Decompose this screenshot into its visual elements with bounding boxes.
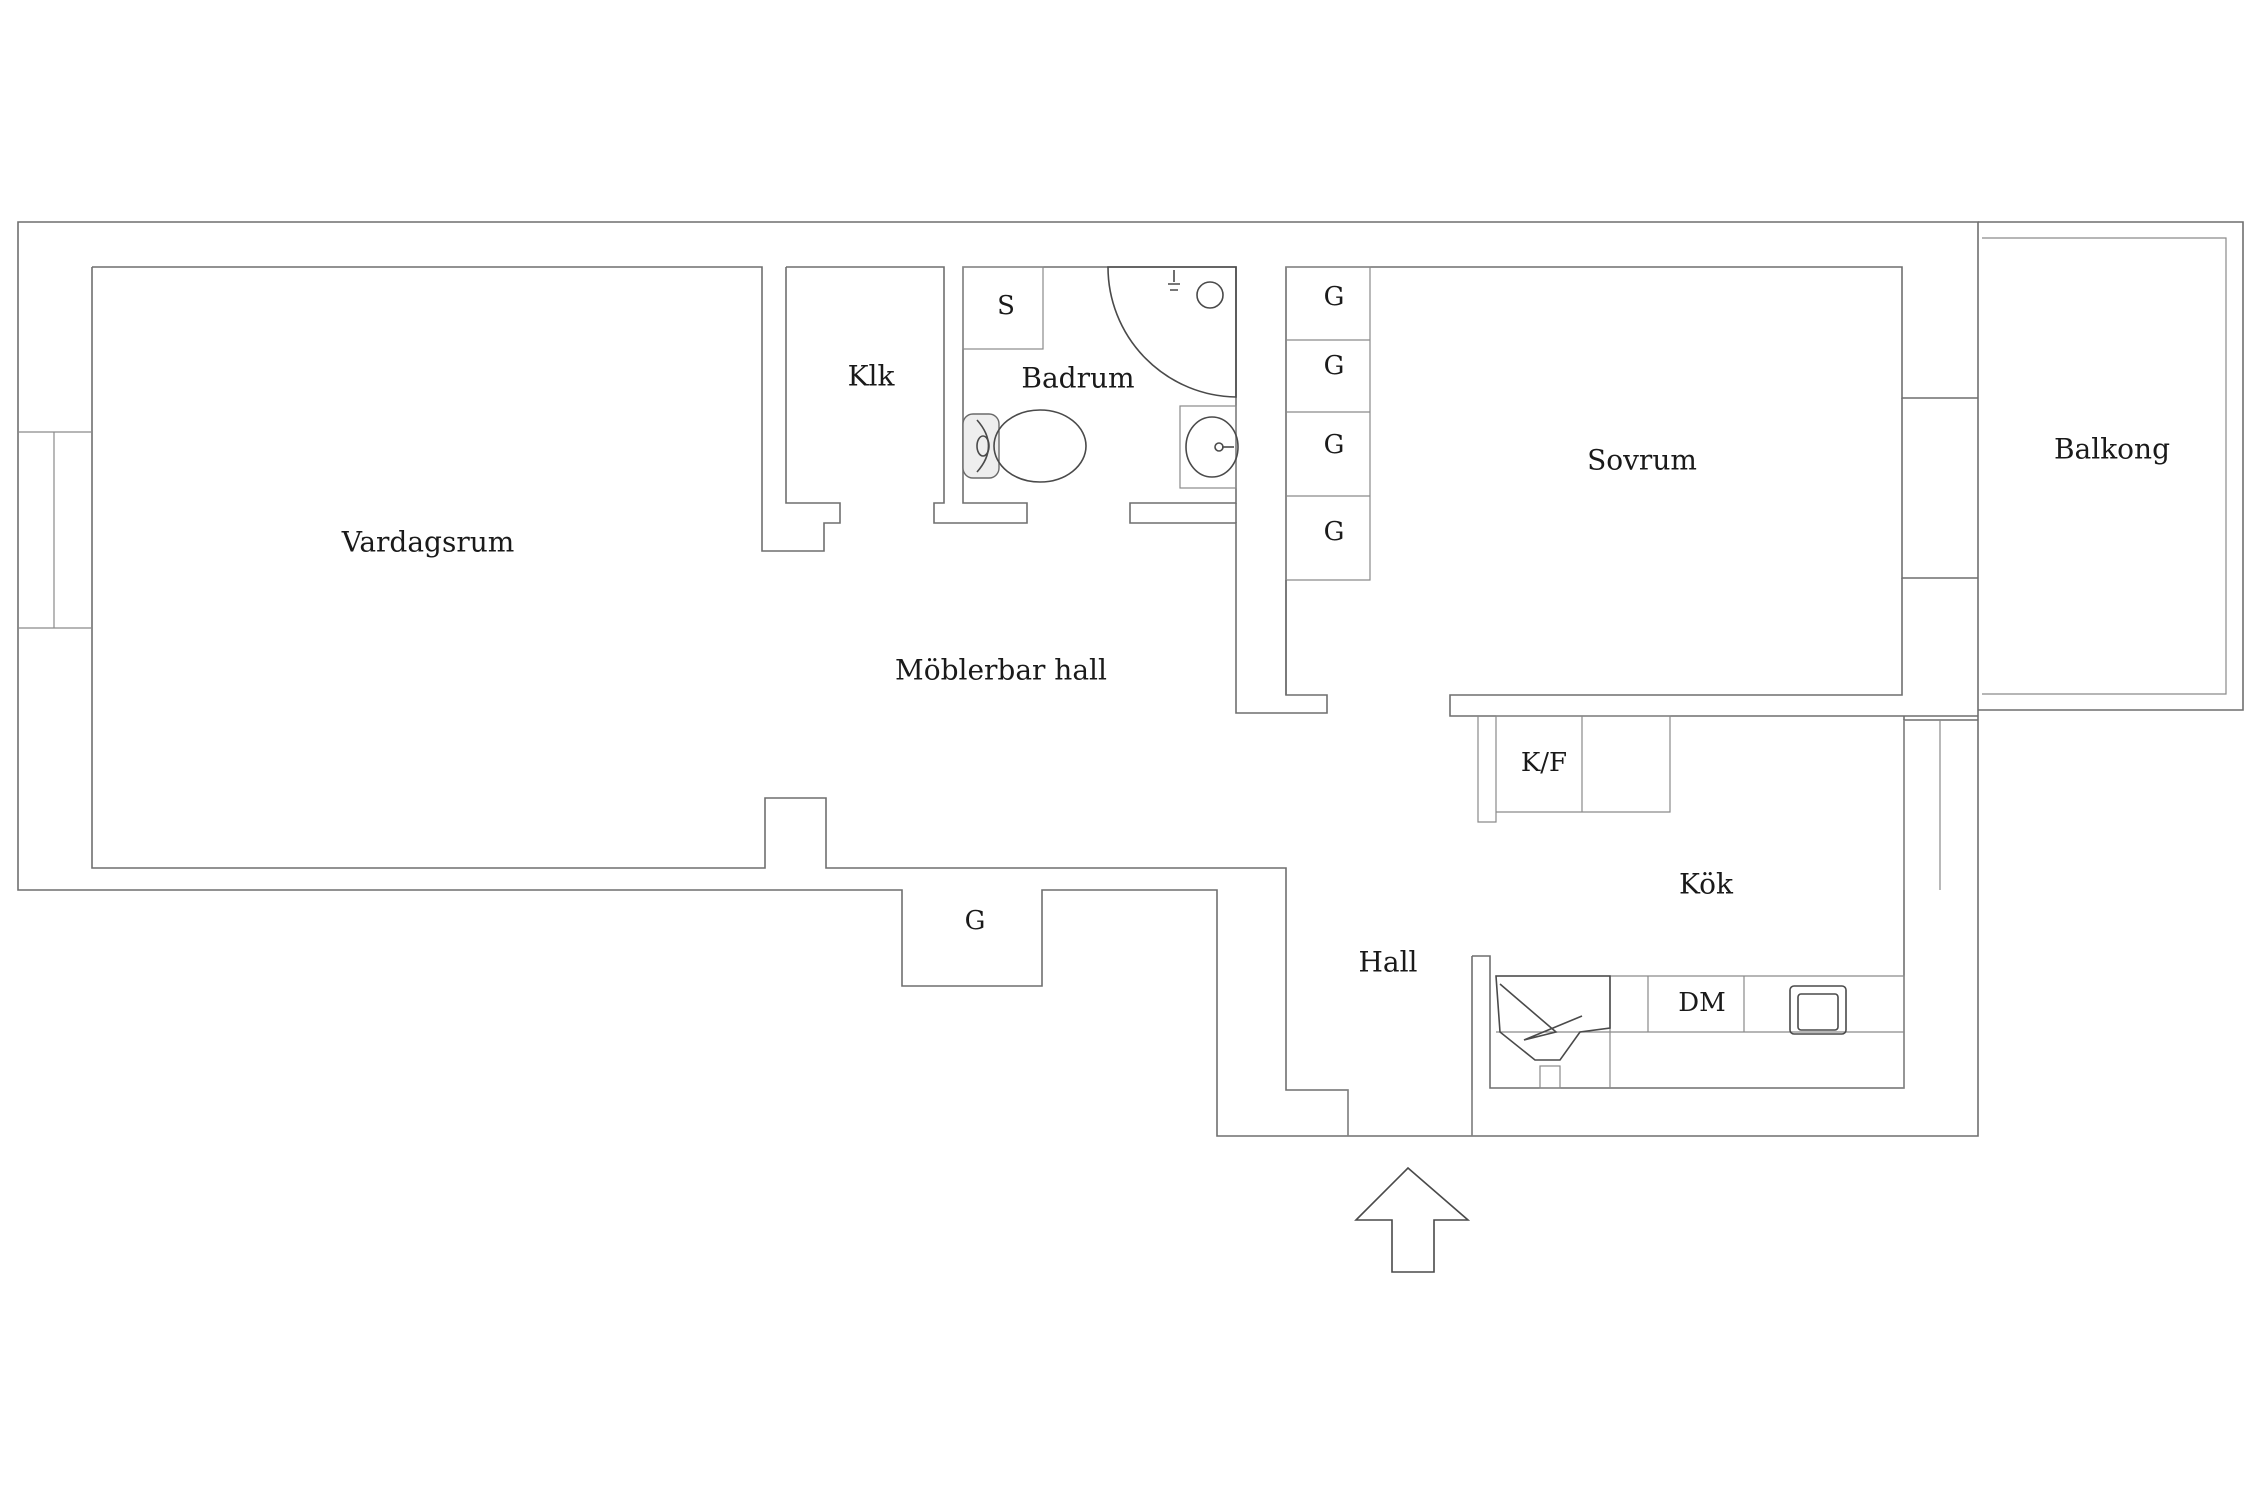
room-label-kitchen: Kök bbox=[1679, 868, 1734, 901]
fixture-label-wardrobe-4: G bbox=[1324, 517, 1345, 547]
room-label-entrance-hall: Hall bbox=[1358, 946, 1417, 979]
kitchen-window bbox=[1903, 720, 1941, 890]
fixture-label-wardrobe-1: G bbox=[1324, 282, 1345, 312]
fixture-label-fridge-freezer: K/F bbox=[1521, 748, 1567, 778]
fixture-label-dishwasher: DM bbox=[1678, 988, 1725, 1018]
window-left bbox=[18, 431, 92, 629]
room-label-closet: Klk bbox=[848, 360, 896, 393]
wardrobe-column bbox=[1286, 266, 1371, 581]
shower-icon bbox=[1107, 266, 1237, 398]
outer-walls bbox=[17, 221, 1979, 1137]
closet-walls bbox=[786, 266, 1978, 714]
fixture-label-wardrobe-hall: G bbox=[965, 906, 986, 936]
room-label-furnishable-hall: Möblerbar hall bbox=[895, 654, 1107, 687]
sink-basin-kitchen bbox=[1789, 985, 1847, 1035]
entrance-arrow-icon bbox=[1354, 1166, 1471, 1273]
room-label-bedroom: Sovrum bbox=[1587, 444, 1697, 477]
fridge-box bbox=[1477, 715, 1671, 823]
balcony-outline bbox=[1978, 221, 2244, 711]
stove-icon bbox=[1495, 975, 1611, 1089]
sink-icon bbox=[1179, 405, 1239, 489]
room-label-bathroom: Badrum bbox=[1021, 362, 1134, 395]
toilet-icon bbox=[962, 409, 1087, 483]
entrance-door bbox=[1347, 1090, 1473, 1136]
bath-s-box bbox=[962, 266, 1044, 350]
room-label-living-room: Vardagsrum bbox=[341, 526, 515, 559]
fixture-label-wardrobe-3: G bbox=[1324, 430, 1345, 460]
room-label-balcony: Balkong bbox=[2054, 433, 2170, 466]
fixture-label-s: S bbox=[997, 291, 1015, 321]
fixture-label-wardrobe-2: G bbox=[1324, 351, 1345, 381]
